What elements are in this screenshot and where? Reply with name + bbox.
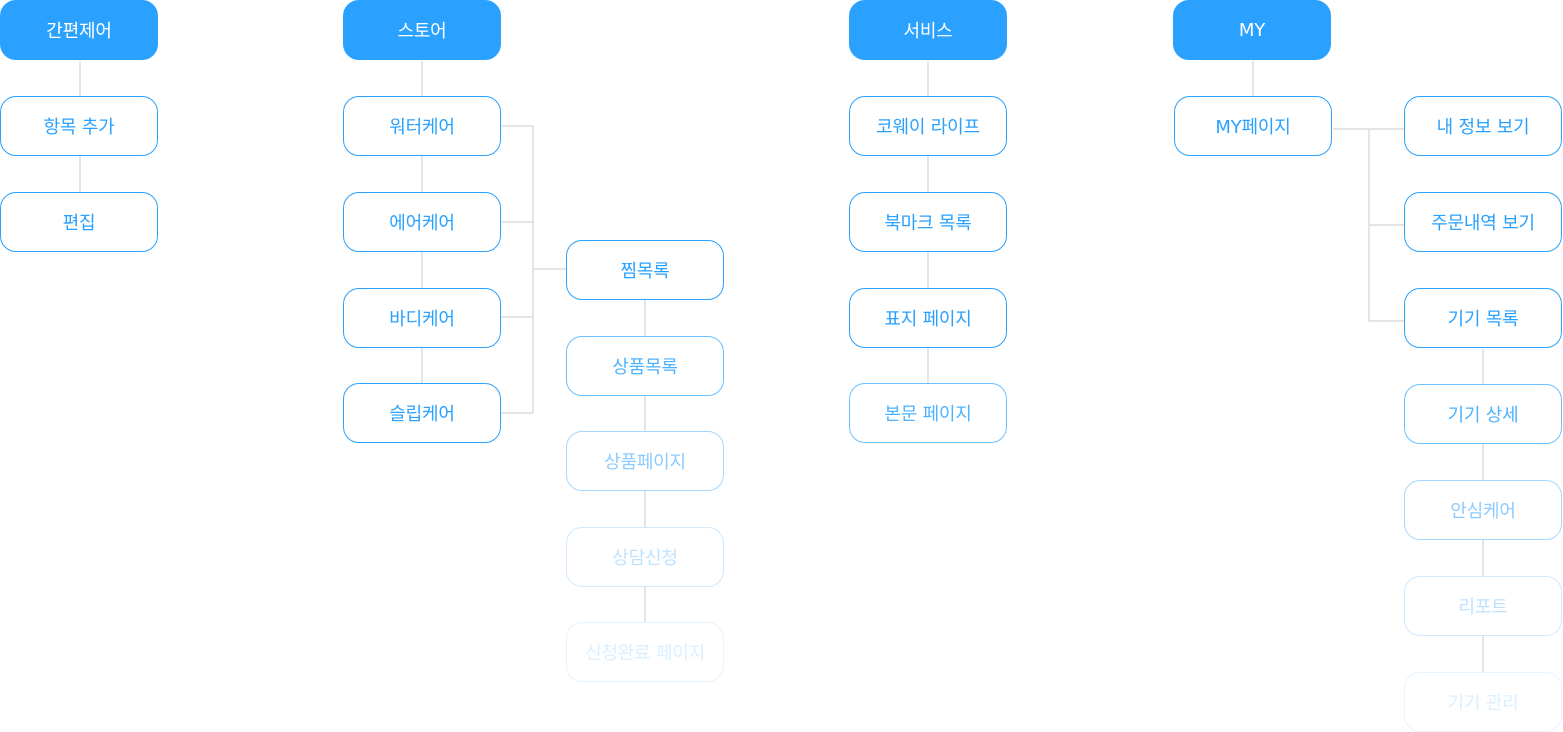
node-device-manage[interactable]: 기기 관리 [1404, 672, 1562, 732]
node-body-care[interactable]: 바디케어 [343, 288, 501, 348]
node-order-history[interactable]: 주문내역 보기 [1404, 192, 1562, 252]
node-consult-request[interactable]: 상담신청 [566, 527, 724, 587]
node-safe-care[interactable]: 안심케어 [1404, 480, 1562, 540]
header-service[interactable]: 서비스 [849, 0, 1007, 60]
node-device-list[interactable]: 기기 목록 [1404, 288, 1562, 348]
node-wishlist[interactable]: 찜목록 [566, 240, 724, 300]
node-bookmark-list[interactable]: 북마크 목록 [849, 192, 1007, 252]
node-device-detail[interactable]: 기기 상세 [1404, 384, 1562, 444]
node-add-item[interactable]: 항목 추가 [0, 96, 158, 156]
node-coway-life[interactable]: 코웨이 라이프 [849, 96, 1007, 156]
node-request-complete[interactable]: 신청완료 페이지 [566, 622, 724, 682]
header-quick-control[interactable]: 간편제어 [0, 0, 158, 60]
header-store[interactable]: 스토어 [343, 0, 501, 60]
node-product-page[interactable]: 상품페이지 [566, 431, 724, 491]
node-my-info[interactable]: 내 정보 보기 [1404, 96, 1562, 156]
node-report[interactable]: 리포트 [1404, 576, 1562, 636]
node-air-care[interactable]: 에어케어 [343, 192, 501, 252]
node-sleep-care[interactable]: 슬립케어 [343, 383, 501, 443]
node-body-page[interactable]: 본문 페이지 [849, 383, 1007, 443]
node-cover-page[interactable]: 표지 페이지 [849, 288, 1007, 348]
node-product-list[interactable]: 상품목록 [566, 336, 724, 396]
header-my[interactable]: MY [1173, 0, 1331, 60]
node-my-page[interactable]: MY페이지 [1174, 96, 1332, 156]
node-edit[interactable]: 편집 [0, 192, 158, 252]
node-water-care[interactable]: 워터케어 [343, 96, 501, 156]
